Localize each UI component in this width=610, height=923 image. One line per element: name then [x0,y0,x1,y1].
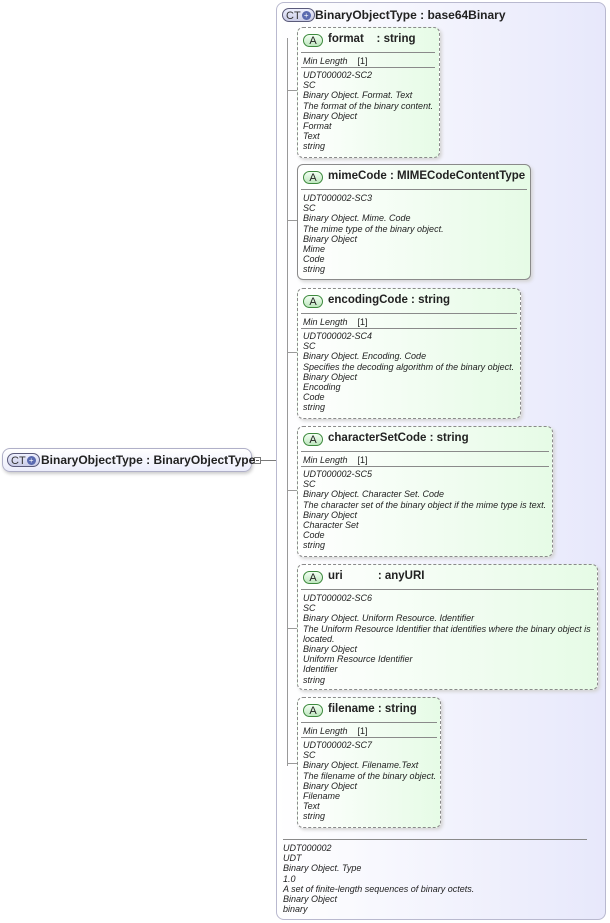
divider [301,52,435,53]
branch-tick [287,763,297,764]
attribute-filename[interactable]: A filename : string Min Length[1] UDT000… [297,697,441,828]
attribute-icon: A [303,571,323,584]
branch-tick [287,628,297,629]
attribute-icon: A [303,34,323,47]
attribute-mimecode[interactable]: A mimeCode : MIMECodeContentType UDT0000… [297,164,531,280]
root-title: BinaryObjectType : BinaryObjectType [41,453,256,467]
attribute-format[interactable]: A format : string Min Length[1] UDT00000… [297,27,440,158]
attribute-name: characterSetCode : string [328,432,469,444]
attribute-icon: A [303,433,323,446]
collapse-toggle[interactable] [254,457,261,464]
divider [301,189,527,190]
divider [301,451,549,452]
container-title: BinaryObjectType : base64Binary [315,8,506,22]
attribute-encodingcode[interactable]: A encodingCode : string Min Length[1] UD… [297,288,521,419]
divider [301,67,435,68]
attribute-name: uri : anyURI [328,570,425,582]
attribute-tree-line [287,38,288,766]
root-complex-type[interactable]: CT+ BinaryObjectType : BinaryObjectType [2,448,256,472]
attribute-name: encodingCode : string [328,294,451,306]
attribute-icon: A [303,171,323,184]
divider [301,466,549,467]
complex-type-icon: CT+ [7,453,40,467]
min-length-facet: Min Length[1] [303,56,368,66]
attribute-name: mimeCode : MIMECodeContentType [328,170,526,182]
doc-divider [283,839,587,840]
divider [301,328,517,329]
branch-tick [287,90,297,91]
attribute-charactersetcode[interactable]: A characterSetCode : string Min Length[1… [297,426,553,557]
branch-tick [287,352,297,353]
complex-type-icon: CT+ [282,8,315,22]
min-length-facet: Min Length[1] [303,726,368,736]
divider [301,589,594,590]
attribute-name: format : string [328,33,416,45]
branch-tick [287,220,297,221]
divider [301,737,437,738]
divider [301,313,517,314]
root-connector-line [261,460,276,461]
attribute-name: filename : string [328,703,417,715]
attribute-icon: A [303,704,323,717]
divider [301,722,437,723]
min-length-facet: Min Length[1] [303,455,368,465]
branch-tick [287,490,297,491]
min-length-facet: Min Length[1] [303,317,368,327]
attribute-icon: A [303,295,323,308]
